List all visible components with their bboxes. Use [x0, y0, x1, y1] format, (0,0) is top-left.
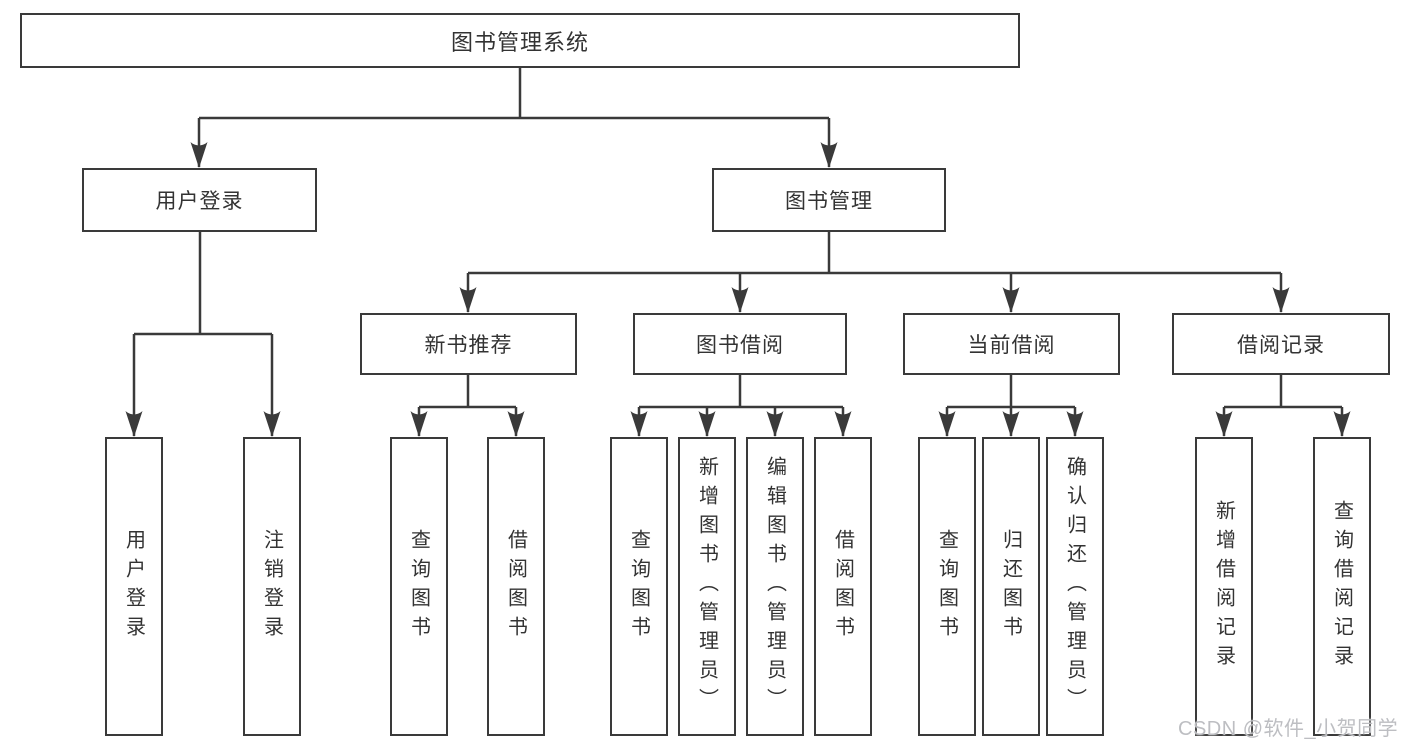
node-book-management: 图书管理	[712, 168, 946, 232]
leaf-confirm-return-admin: 确认归还（管理员）	[1046, 437, 1104, 736]
leaf-query-books-borrow: 查询图书	[610, 437, 668, 736]
node-user-login: 用户登录	[82, 168, 317, 232]
node-borrow-records: 借阅记录	[1172, 313, 1390, 375]
leaf-add-book-admin: 新增图书（管理员）	[678, 437, 736, 736]
leaf-borrow-books-recommend: 借阅图书	[487, 437, 545, 736]
connector-root-bus	[199, 68, 829, 120]
connector-user-login-bus	[134, 232, 272, 336]
leaf-borrow-books-borrow: 借阅图书	[814, 437, 872, 736]
leaf-edit-book-admin: 编辑图书（管理员）	[746, 437, 804, 736]
connector-current-borrow-bus	[947, 375, 1075, 409]
leaf-query-books-recommend: 查询图书	[390, 437, 448, 736]
leaf-query-borrow-record: 查询借阅记录	[1313, 437, 1371, 736]
leaf-add-borrow-record: 新增借阅记录	[1195, 437, 1253, 736]
leaf-query-books-current: 查询图书	[918, 437, 976, 736]
leaf-user-login: 用户登录	[105, 437, 163, 736]
connector-new-book-recommend-bus	[419, 375, 516, 409]
connector-borrow-records-bus	[1224, 375, 1342, 409]
node-current-borrow: 当前借阅	[903, 313, 1120, 375]
watermark: CSDN @软件_小贺同学	[1178, 718, 1399, 740]
leaf-logout: 注销登录	[243, 437, 301, 736]
connector-book-management-bus	[468, 232, 1281, 275]
node-new-book-recommend: 新书推荐	[360, 313, 577, 375]
connector-book-borrow-bus	[639, 375, 843, 409]
node-book-borrow: 图书借阅	[633, 313, 847, 375]
leaf-return-book: 归还图书	[982, 437, 1040, 736]
node-library-management-system: 图书管理系统	[20, 13, 1020, 68]
